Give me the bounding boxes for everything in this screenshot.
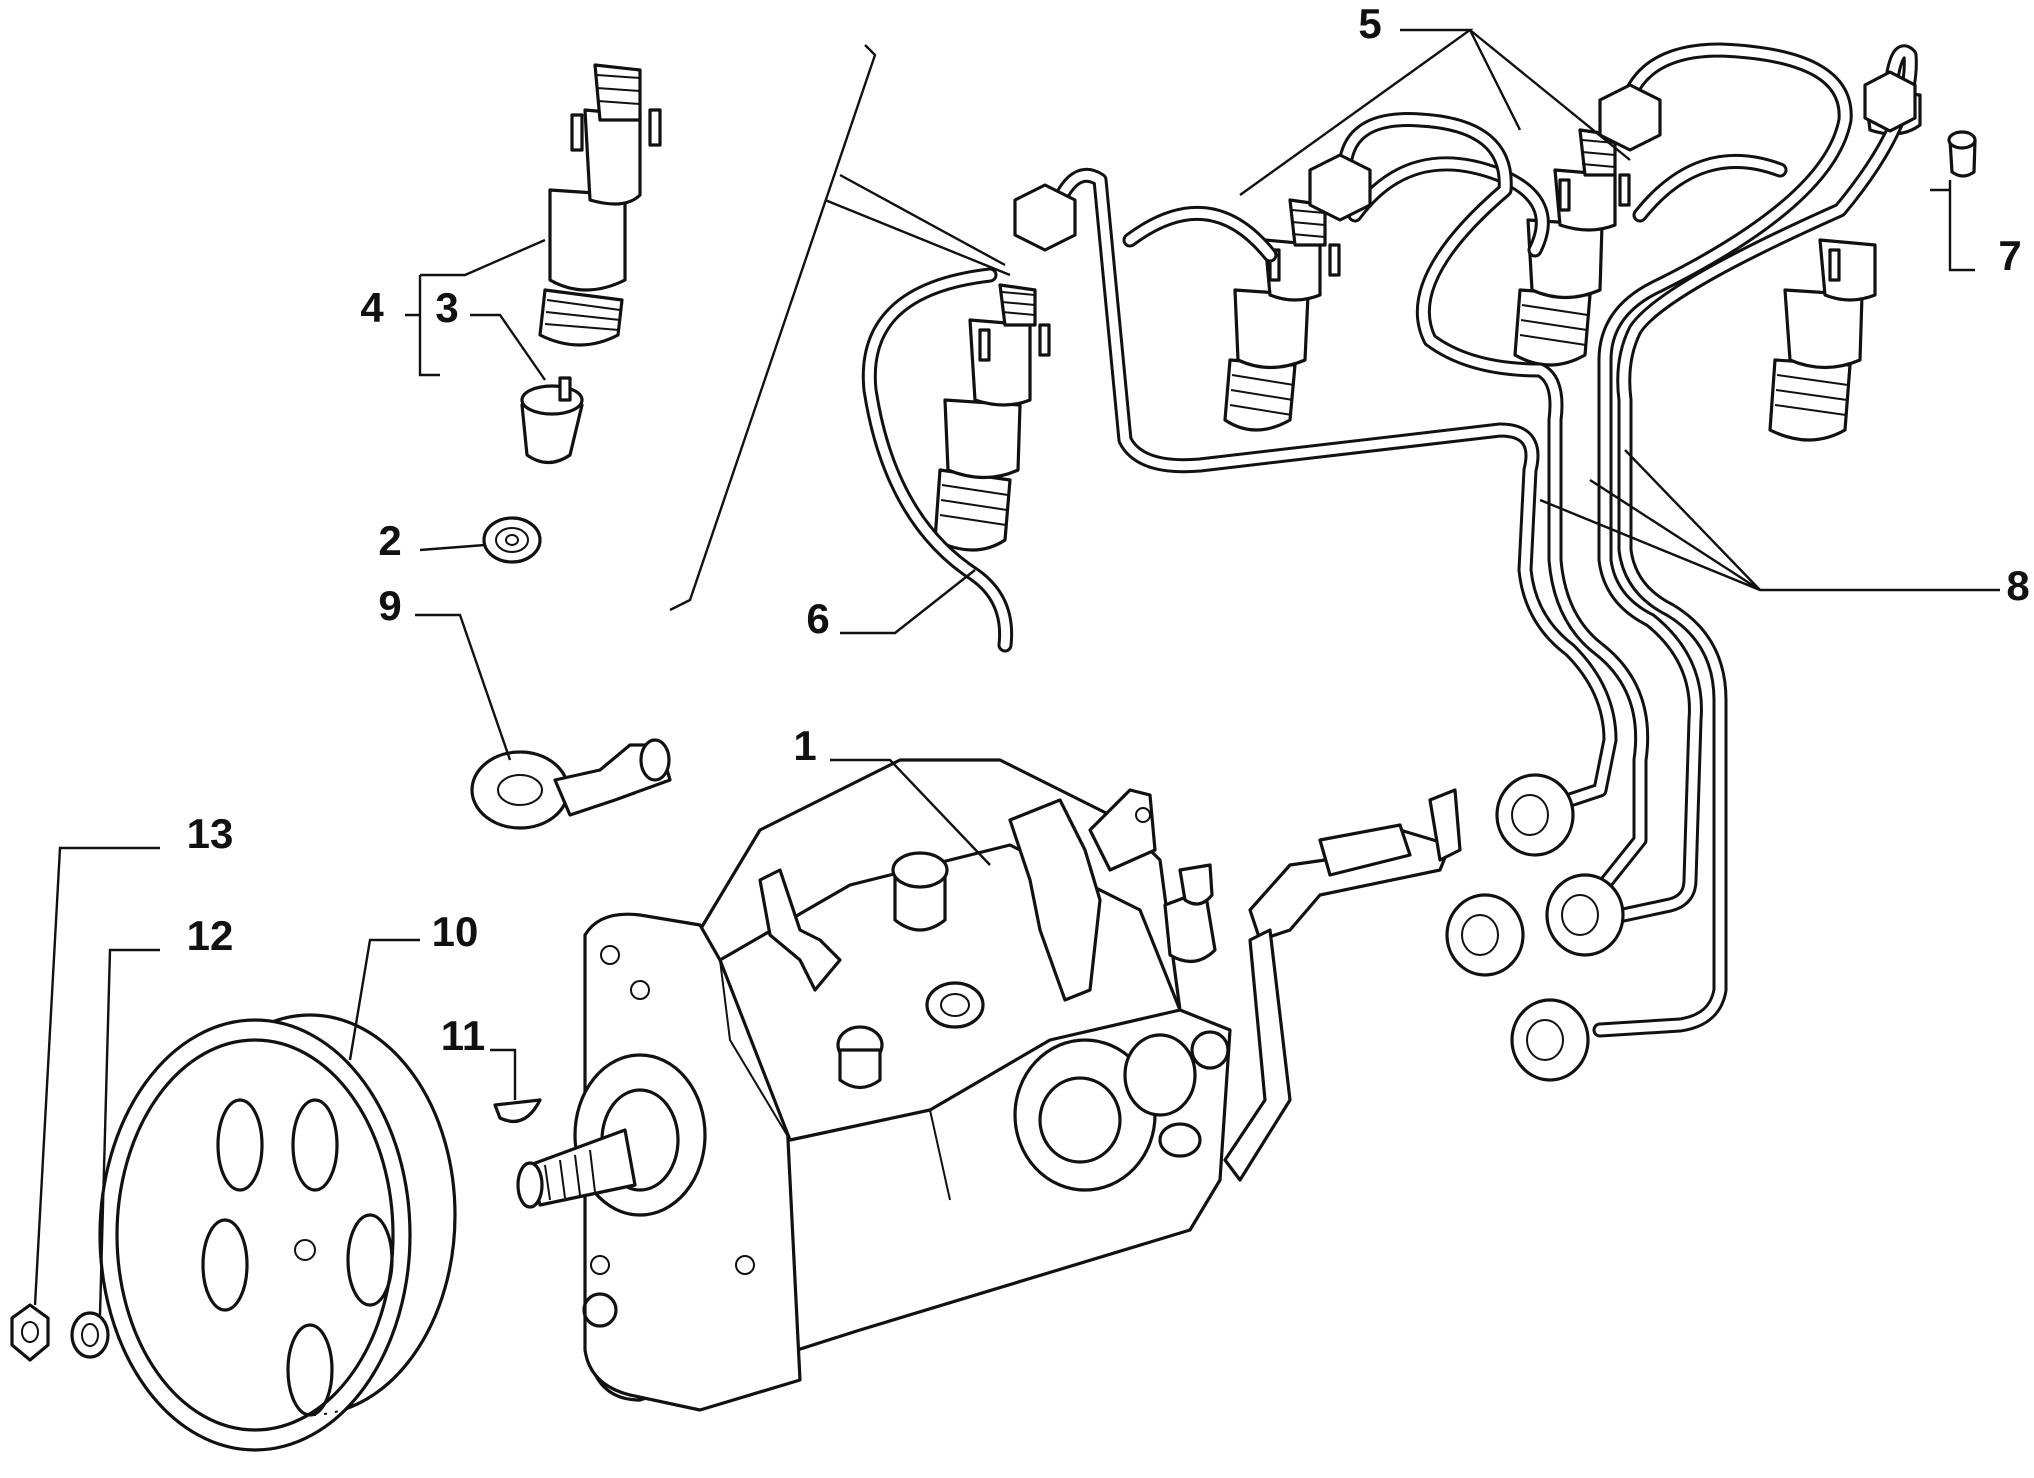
callout-7: 7 bbox=[1998, 232, 2021, 279]
injector-nozzle bbox=[520, 376, 584, 465]
injection-pump bbox=[516, 758, 1462, 1412]
injector-holder bbox=[538, 63, 662, 347]
woodruff-key bbox=[493, 1098, 542, 1123]
callout-10: 10 bbox=[432, 908, 479, 955]
callout-3: 3 bbox=[435, 284, 458, 331]
seal-washer bbox=[482, 516, 542, 564]
section-divider bbox=[669, 44, 1011, 612]
leak-off-hose bbox=[861, 153, 1788, 653]
callout-1: 1 bbox=[793, 722, 816, 769]
installed-injector-2 bbox=[1223, 198, 1341, 432]
callout-8: 8 bbox=[2006, 562, 2029, 609]
washer bbox=[70, 1311, 110, 1359]
callout-13: 13 bbox=[187, 810, 234, 857]
callout-11: 11 bbox=[441, 1012, 485, 1059]
banjo-fitting bbox=[470, 738, 672, 830]
pipe-nuts bbox=[1013, 70, 1917, 1082]
callout-12: 12 bbox=[187, 912, 234, 959]
callout-2: 2 bbox=[378, 517, 401, 564]
leader-lines bbox=[33, 28, 2000, 1316]
installed-injector-3 bbox=[1513, 128, 1631, 367]
callout-6: 6 bbox=[806, 595, 829, 642]
injector-cap bbox=[1947, 130, 1977, 178]
nut bbox=[10, 1303, 50, 1362]
timing-pulley bbox=[98, 1013, 457, 1452]
callout-5: 5 bbox=[1358, 0, 1381, 47]
high-pressure-pipes bbox=[1042, 42, 1918, 1038]
installed-injector-1 bbox=[933, 283, 1051, 552]
callout-9: 9 bbox=[378, 582, 401, 629]
callout-4: 4 bbox=[360, 284, 384, 331]
callout-labels: 1 2 3 4 5 6 7 8 9 10 11 12 13 bbox=[187, 0, 2030, 1059]
